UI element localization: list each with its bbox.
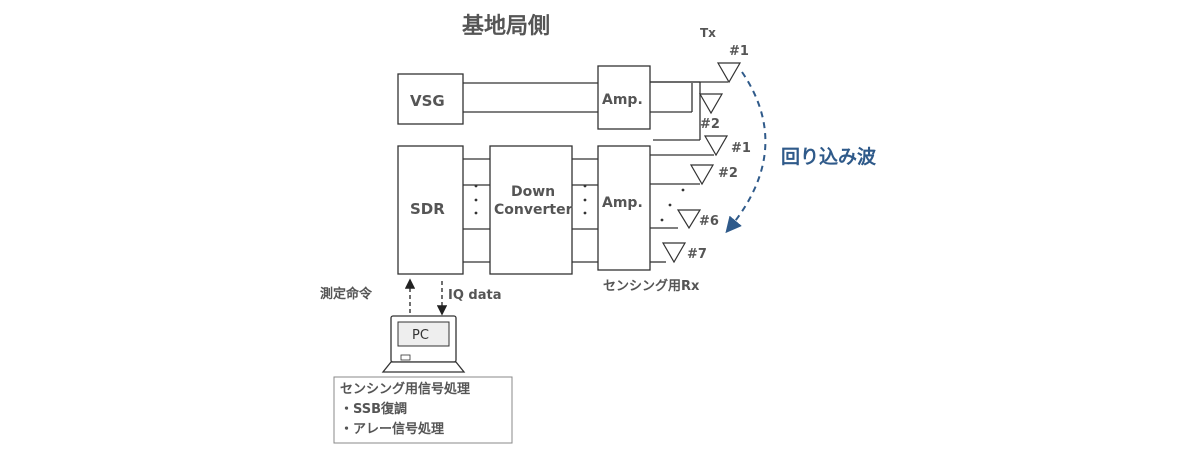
tx-label: Tx (700, 26, 716, 40)
processing-item-2: ・アレー信号処理 (340, 421, 444, 437)
channel-ellipsis (474, 184, 685, 222)
down-converter-block (489, 145, 573, 275)
diagram-title: 基地局側 (462, 14, 550, 39)
down-converter-label-2: Converter (494, 202, 573, 218)
vsg-label: VSG (410, 92, 445, 110)
leak-wave-label: 回り込み波 (781, 145, 877, 168)
rx-label: センシング用Rx (603, 278, 700, 294)
processing-box (333, 376, 513, 444)
tx-antenna-1-label: #1 (729, 44, 749, 59)
rx-antenna-2-label: #2 (718, 166, 738, 181)
tx-antenna-2-label: #2 (700, 117, 720, 132)
laptop-icon (381, 315, 466, 373)
leak-wave-arrow (725, 71, 767, 234)
rx-antenna-7 (661, 242, 687, 264)
rx-amp-label: Amp. (602, 195, 643, 211)
tx-amp-block (597, 65, 651, 130)
command-label: 測定命令 (320, 286, 373, 302)
rx-antenna-1 (703, 135, 729, 157)
processing-item-1: ・SSB復調 (340, 401, 407, 417)
pc-label: PC (412, 328, 429, 343)
iq-label: IQ data (448, 288, 501, 303)
sdr-block (397, 145, 464, 275)
tx-antenna-1 (716, 62, 742, 84)
rx-antenna-2 (689, 164, 715, 186)
processing-title: センシング用信号処理 (340, 381, 470, 397)
rx-amp-block (597, 145, 651, 271)
tx-antenna-2 (698, 93, 724, 115)
tx-section (397, 65, 728, 141)
vsg-block (397, 73, 464, 125)
rx-antenna-6-label: #6 (699, 214, 719, 229)
sdr-label: SDR (410, 200, 445, 218)
rx-section (397, 145, 714, 275)
down-converter-label-1: Down (511, 184, 555, 200)
tx-amp-label: Amp. (602, 92, 643, 108)
rx-antenna-7-label: #7 (687, 247, 707, 262)
rx-antenna-6 (676, 209, 702, 230)
rx-antenna-1-label: #1 (731, 141, 751, 156)
